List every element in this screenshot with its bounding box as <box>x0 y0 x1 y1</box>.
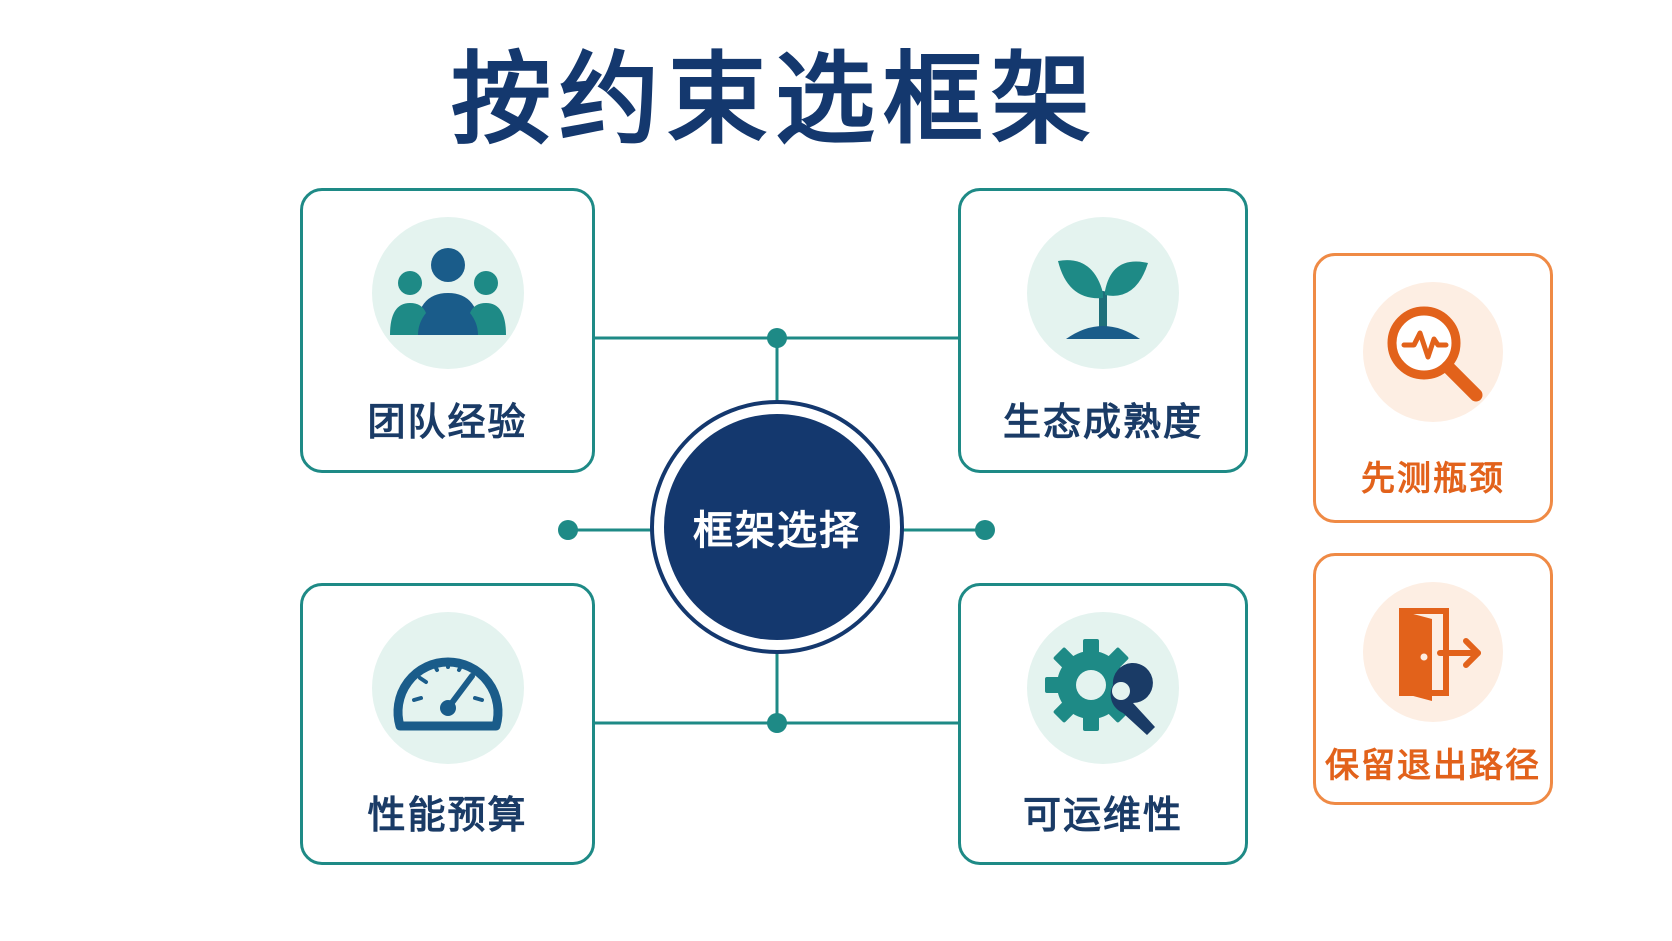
card-label: 性能预算 <box>367 793 528 837</box>
card-label: 先测瓶颈 <box>1361 459 1505 499</box>
hub-label: 框架选择 <box>664 414 890 640</box>
connector-dot-left <box>558 520 578 540</box>
page-title: 按约束选框架 <box>451 41 1099 158</box>
card-keep-exit-path: 保留退出路径 <box>1313 553 1553 805</box>
exit-door-icon <box>1363 582 1503 722</box>
gear-wrench-icon <box>1027 612 1179 764</box>
team-icon <box>371 217 524 369</box>
card-team-experience: 团队经验 <box>300 188 595 473</box>
card-maintainability: 可运维性 <box>958 583 1248 865</box>
connector-dot-bottom <box>767 713 787 733</box>
card-label: 团队经验 <box>367 400 528 444</box>
hub-circle: 框架选择 <box>650 400 904 654</box>
card-label: 可运维性 <box>1022 793 1183 837</box>
connector-dot-top <box>767 328 787 348</box>
card-measure-bottleneck: 先测瓶颈 <box>1313 253 1553 523</box>
connector-dot-right <box>975 520 995 540</box>
speedometer-icon <box>371 612 524 764</box>
card-label: 保留退出路径 <box>1325 746 1541 786</box>
card-label: 生态成熟度 <box>1002 400 1203 444</box>
magnifier-pulse-icon <box>1363 282 1503 422</box>
card-performance-budget: 性能预算 <box>300 583 595 865</box>
sprout-icon <box>1027 217 1179 369</box>
card-ecosystem-maturity: 生态成熟度 <box>958 188 1248 473</box>
